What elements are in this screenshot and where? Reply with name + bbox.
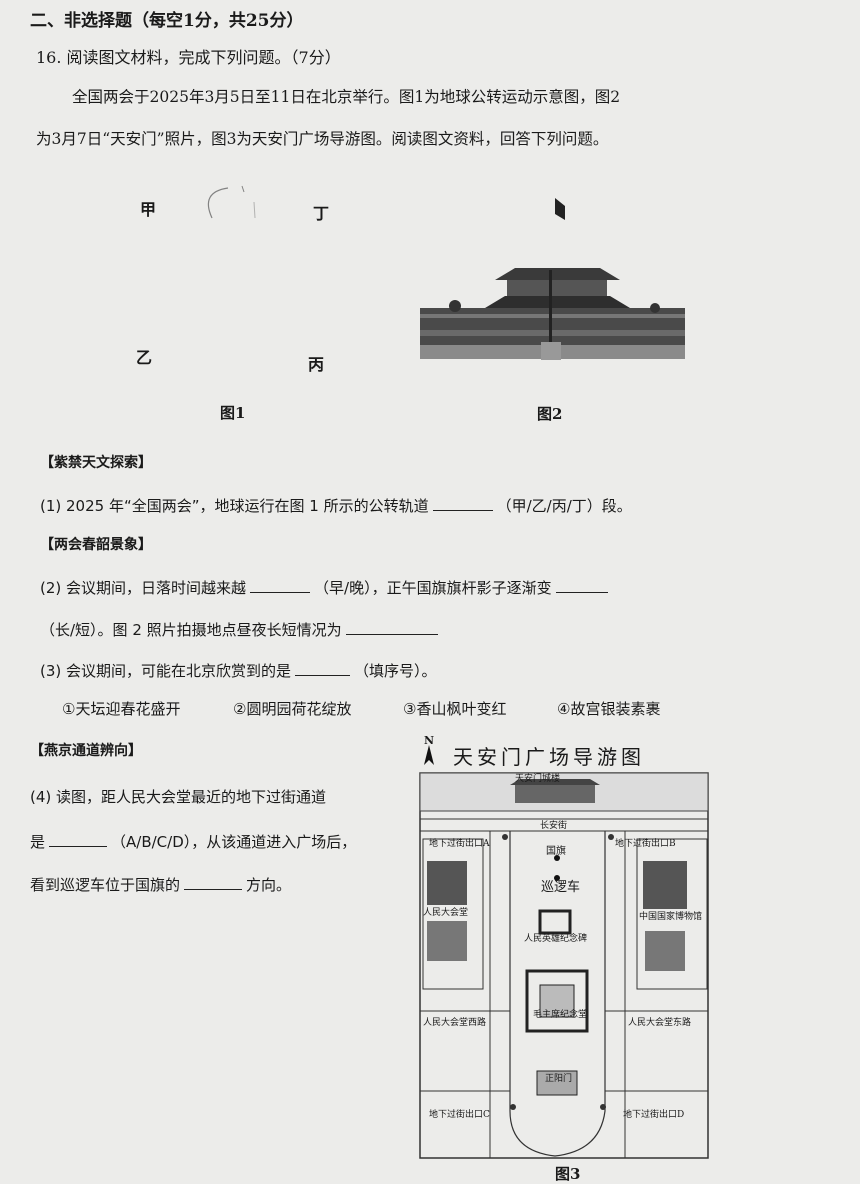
q3-blank[interactable]	[295, 661, 351, 676]
q2-blank-1[interactable]	[250, 578, 311, 593]
figure-1-caption: 图1	[220, 404, 246, 422]
map-mausoleum-label: 毛主席纪念堂	[533, 1010, 588, 1020]
q4-blank-1[interactable]	[49, 832, 108, 847]
map-drawing	[419, 772, 709, 1159]
figure-2-photo: 图2	[415, 190, 690, 430]
map-passage-b: 地下过街出口B	[615, 839, 676, 849]
q4-blank-2[interactable]	[184, 875, 243, 890]
question-4-line2: 是 （A/B/C/D），从该通道进入广场后，	[30, 832, 356, 850]
q2-part1: (2) 会议期间，日落时间越来越	[40, 579, 247, 597]
q3-option-3: ③香山枫叶变红	[403, 700, 507, 718]
map-west-street: 人民大会堂西路	[423, 1018, 487, 1028]
map-gate-label: 天安门城楼	[515, 774, 561, 784]
map-patrol-label: 巡逻车	[541, 880, 581, 895]
q4-line3a: 看到巡逻车位于国旗的	[30, 876, 181, 894]
q1-text: (1) 2025 年“全国两会”，地球运行在图 1 所示的公转轨道	[40, 497, 429, 515]
section-astro: 【紫禁天文探索】	[40, 455, 152, 471]
map-monument-label: 人民英雄纪念碑	[524, 934, 588, 944]
q3-after: （填序号）。	[354, 662, 437, 680]
map-flag-label: 国旗	[546, 846, 566, 857]
intro-line-1: 全国两会于2025年3月5日至11日在北京举行。图1为地球公转运动示意图，图2	[72, 88, 621, 106]
map-passage-c: 地下过街出口C	[429, 1110, 490, 1120]
map-east-street: 人民大会堂东路	[628, 1018, 692, 1028]
q4-line3b: 方向。	[246, 876, 292, 894]
north-arrow-icon	[424, 745, 434, 765]
q2-part2: （早/晚），正午国旗旗杆影子逐渐变	[314, 579, 552, 597]
map-passage-d: 地下过街出口D	[623, 1110, 685, 1120]
orbit-diagram	[207, 185, 256, 219]
question-1: (1) 2025 年“全国两会”，地球运行在图 1 所示的公转轨道 （甲/乙/丙/…	[40, 496, 632, 514]
q4-line2a: 是	[30, 833, 46, 851]
orbit-label-ding: 丁	[313, 204, 330, 223]
q2-blank-2[interactable]	[555, 578, 608, 593]
orbit-label-bing: 丙	[308, 355, 325, 374]
q3-option-2: ②圆明园荷花绽放	[233, 700, 352, 718]
map-qianmen-label: 正阳门	[545, 1074, 573, 1084]
figure-3-caption: 图3	[555, 1165, 581, 1183]
section-passage: 【燕京通道辨向】	[30, 743, 142, 759]
q2-line2: （长/短）。图 2 照片拍摄地点昼夜长短情况为	[40, 621, 342, 639]
orbit-label-yi: 乙	[136, 348, 153, 367]
orbit-label-jia: 甲	[140, 200, 157, 219]
intro-line-2: 为3月7日“天安门”照片，图3为天安门广场导游图。阅读图文资料，回答下列问题。	[36, 130, 609, 148]
tiananmen-photo	[420, 198, 685, 360]
q1-blank[interactable]	[432, 496, 493, 511]
map-great-hall-label: 人民大会堂	[423, 908, 469, 918]
question-4-line1: (4) 读图，距人民大会堂最近的地下过街通道	[30, 788, 327, 806]
section-title: 二、非选择题（每空1分，共25分）	[30, 11, 304, 31]
q2-blank-3[interactable]	[345, 620, 438, 635]
map-passage-a: 地下过街出口A	[429, 839, 490, 849]
question-2: (2) 会议期间，日落时间越来越 （早/晚），正午国旗旗杆影子逐渐变	[40, 578, 612, 596]
section-scenery: 【两会春韶景象】	[40, 537, 152, 553]
figure-1-orbit: 甲 丁 乙 丙 图1	[120, 180, 380, 430]
q1-options: （甲/乙/丙/丁）段。	[496, 497, 632, 515]
q3-text: (3) 会议期间，可能在北京欣赏到的是	[40, 662, 292, 680]
q3-option-1: ①天坛迎春花盛开	[62, 700, 181, 718]
question-2-line2: （长/短）。图 2 照片拍摄地点昼夜长短情况为	[40, 620, 442, 638]
figure-3-map: N 天安门广场导游图	[415, 734, 715, 1183]
north-label: N	[424, 734, 435, 747]
map-title: 天安门广场导游图	[453, 745, 645, 769]
map-museum-label: 中国国家博物馆	[639, 912, 703, 922]
question-title: 16. 阅读图文材料，完成下列问题。（7分）	[36, 48, 341, 67]
q4-line2b: （A/B/C/D），从该通道进入广场后，	[111, 833, 357, 851]
q3-option-4: ④故宫银装素裹	[557, 700, 661, 718]
question-3: (3) 会议期间，可能在北京欣赏到的是 （填序号）。	[40, 661, 437, 679]
map-street-label: 长安街	[540, 821, 568, 831]
question-4-line3: 看到巡逻车位于国旗的 方向。	[30, 875, 291, 893]
figure-2-caption: 图2	[537, 405, 563, 423]
